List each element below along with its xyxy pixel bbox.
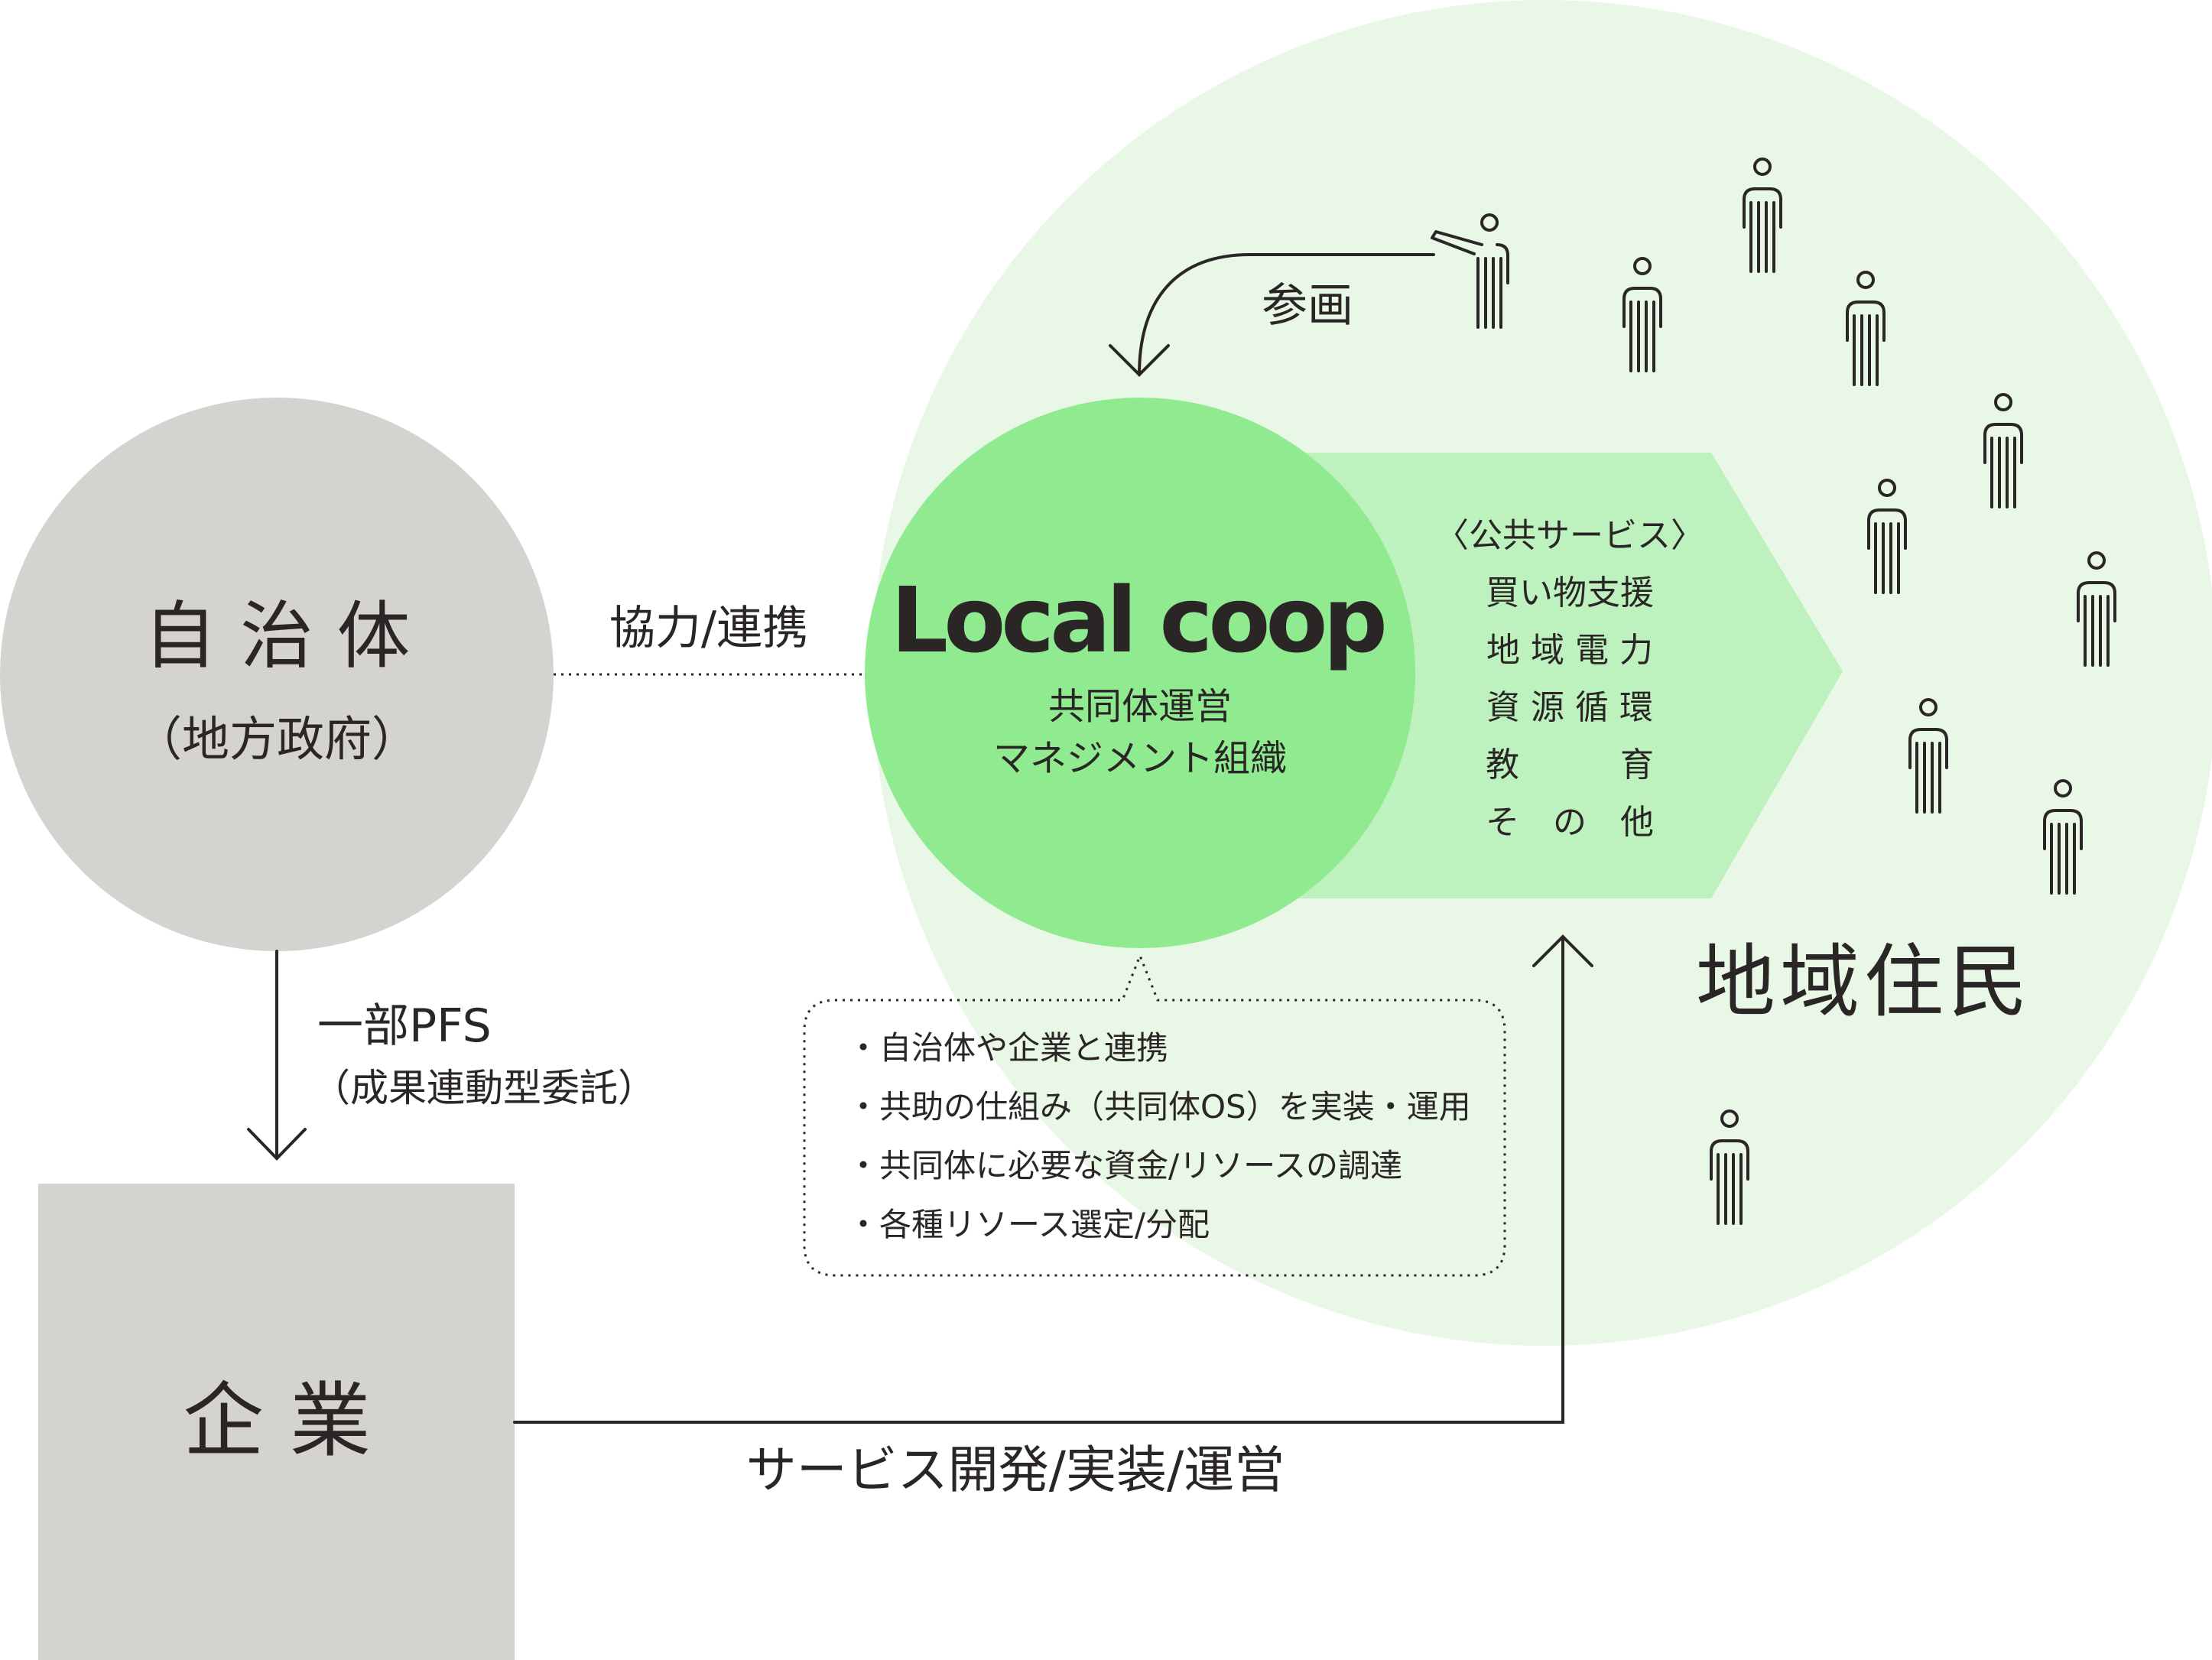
local-coop-line1: 共同体運営 (1048, 685, 1232, 728)
roles-callout-box (803, 952, 1506, 1277)
public-service-item: 資 源 循 環 (1486, 688, 1653, 727)
public-service-item: 教 育 (1486, 746, 1654, 785)
government-circle (0, 398, 554, 951)
role-item: ・共助の仕組み（共同体OS）を実装・運用 (847, 1088, 1471, 1126)
pfs-label: 一部PFS (317, 999, 492, 1053)
residents-label: 地域住民 (1696, 935, 2032, 1028)
role-item: ・共同体に必要な資金/リソースの調達 (847, 1147, 1402, 1184)
pfs-sublabel: （成果連動型委託） (312, 1066, 656, 1110)
public-service-item: そ の 他 (1486, 803, 1654, 842)
participation-arrow (1109, 253, 1435, 377)
company-box (38, 1184, 515, 1660)
local-coop-circle (865, 398, 1415, 948)
local-coop-logo: Local coop (891, 567, 1384, 673)
service-connector (513, 934, 1593, 1424)
government-subtitle: （地方政府） (135, 711, 419, 767)
public-service-item: 買い物支援 (1486, 573, 1654, 612)
participation-label: 参画 (1262, 279, 1353, 333)
public-services-arrow (1254, 453, 1843, 898)
public-services-heading: 〈公共サービス〉 (1435, 516, 1704, 555)
public-service-item: 地 域 電 力 (1486, 631, 1653, 670)
role-item: ・自治体や企業と連携 (847, 1029, 1168, 1067)
role-item: ・各種リソース選定/分配 (847, 1206, 1210, 1243)
company-title: 企 業 (183, 1374, 371, 1468)
service-label: サービス開発/実装/運営 (746, 1441, 1285, 1499)
government-title: 自 治 体 (143, 593, 410, 679)
local-coop-line2: マネジメント組織 (993, 737, 1287, 780)
cooperation-label: 協力/連携 (609, 602, 808, 655)
pfs-arrow (247, 950, 307, 1161)
